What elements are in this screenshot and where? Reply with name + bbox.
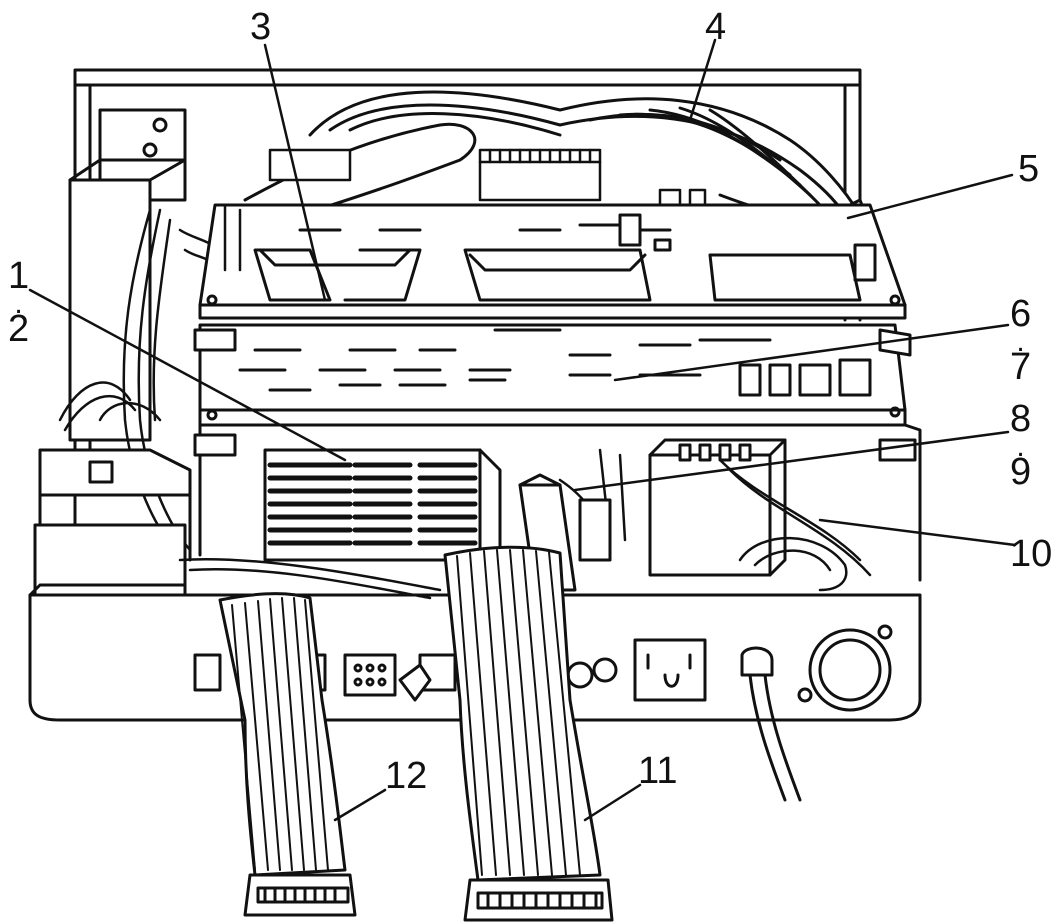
callout-12: 12 bbox=[385, 755, 428, 797]
callout-separator: . bbox=[14, 286, 23, 320]
leader-line-5 bbox=[846, 173, 1014, 220]
ribbon-cable-icon bbox=[218, 592, 357, 917]
leader-line-6-7 bbox=[613, 323, 1010, 382]
callout-6: 6 bbox=[1010, 293, 1032, 335]
leader-line-11 bbox=[583, 783, 642, 822]
lower-chassis-interior bbox=[193, 423, 922, 592]
callout-1: 1 bbox=[8, 255, 30, 297]
left-bracket-board bbox=[33, 448, 192, 597]
leader-line-4 bbox=[688, 38, 717, 122]
ribbon-cable-icon bbox=[443, 545, 614, 922]
leader-line-10 bbox=[818, 518, 1017, 547]
callout-3: 3 bbox=[250, 6, 272, 48]
callout-4: 4 bbox=[705, 6, 727, 48]
callout-2: 2 bbox=[8, 308, 30, 351]
upper-circuit-board bbox=[198, 203, 907, 320]
callout-separator: . bbox=[1016, 324, 1025, 358]
leader-line-12 bbox=[333, 788, 387, 822]
callout-8-9: 8 . 9 bbox=[1010, 400, 1031, 491]
leader-line-3 bbox=[263, 43, 327, 302]
power-supply-block bbox=[68, 108, 187, 442]
connector-icon bbox=[343, 653, 397, 697]
callout-10: 10 bbox=[1010, 533, 1053, 575]
callout-separator: . bbox=[1016, 429, 1025, 463]
leader-line-8-9 bbox=[573, 430, 1010, 492]
middle-circuit-board bbox=[193, 323, 912, 427]
leader-lines bbox=[28, 38, 1017, 822]
callout-11: 11 bbox=[638, 750, 678, 792]
callout-8: 8 bbox=[1010, 398, 1032, 440]
callout-9: 9 bbox=[1010, 451, 1032, 494]
callout-1-2: 1 . 2 bbox=[8, 257, 29, 348]
callout-5: 5 bbox=[1018, 148, 1040, 190]
callout-7: 7 bbox=[1010, 346, 1032, 389]
power-outlet-icon bbox=[633, 638, 707, 702]
callout-6-7: 6 . 7 bbox=[1010, 295, 1031, 386]
top-board-connectors bbox=[268, 148, 707, 217]
leader-line-1-2 bbox=[28, 288, 347, 462]
